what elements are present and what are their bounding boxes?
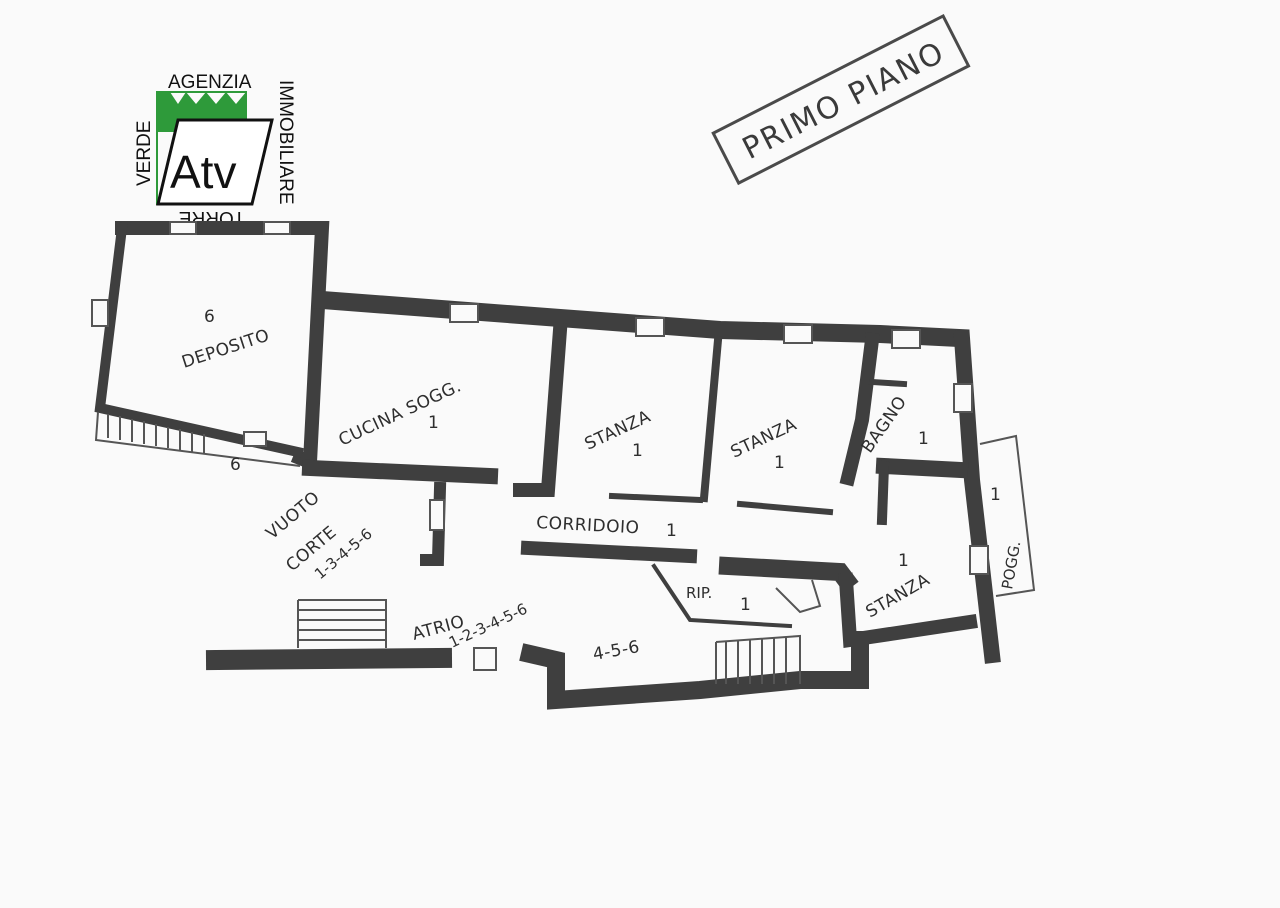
corridoio-label: CORRIDOIO <box>536 513 640 538</box>
stair-steps-top <box>107 414 205 454</box>
wall-corridor-lower-right <box>718 556 859 593</box>
room-labels: 6 DEPOSITO CUCINA SOGG. 1 STANZA 1 STANZ… <box>179 307 1024 665</box>
stanza3-label: STANZA <box>863 570 934 623</box>
logo-word-verde: VERDE <box>134 121 155 186</box>
window <box>449 303 479 323</box>
window <box>91 299 109 327</box>
window <box>243 431 267 447</box>
window <box>783 324 813 344</box>
wall-bagno-inner <box>868 378 908 388</box>
stair-outline-top <box>94 411 301 467</box>
window <box>263 221 291 235</box>
logo-word-immobiliare: IMMOBILIARE <box>275 80 296 205</box>
wall-bottom-left <box>205 647 453 671</box>
logo-word-agenzia: AGENZIA <box>168 72 252 93</box>
stair-steps-lower <box>725 637 787 684</box>
stairs <box>94 411 822 684</box>
stair-steps-atrio <box>298 609 386 641</box>
bagno-number: 1 <box>918 429 929 449</box>
wall-bagno-bottom <box>875 457 969 479</box>
deposito-number: 6 <box>204 307 215 327</box>
stair-outline-lower <box>715 634 801 684</box>
pogg-number: 1 <box>990 485 1001 505</box>
window <box>429 499 445 531</box>
balcony-rail <box>979 434 1036 597</box>
agency-logo: Atv AGENZIA VERDE IMMOBILIARE TORRE <box>134 72 296 228</box>
cucina-number: 1 <box>428 413 439 433</box>
wall-rip <box>651 563 793 629</box>
logo-parallelogram <box>156 118 274 206</box>
window <box>969 545 989 575</box>
balcony-outline <box>979 434 1036 597</box>
logo-mark: Atv <box>170 146 236 198</box>
cucina-label: CUCINA SOGG. <box>336 376 465 450</box>
stanza2-number: 1 <box>774 453 785 473</box>
wall-stanza-stanza <box>699 335 723 503</box>
wall-cucina-bottom <box>301 459 499 485</box>
wall-bagno-left <box>839 332 880 487</box>
wall-bottom-right <box>519 631 869 710</box>
wall-stanza3-left <box>876 460 890 526</box>
deposito-label: DEPOSITO <box>179 326 272 373</box>
stamp-text: PRIMO PIANO <box>737 35 951 167</box>
stamp-frame <box>711 14 971 186</box>
wall-deposito-left-bottom <box>94 222 304 458</box>
window <box>473 647 497 671</box>
floor-stamp: PRIMO PIANO <box>711 14 971 186</box>
blank-paper-area <box>230 712 1140 908</box>
stanza3-number: 1 <box>898 551 909 571</box>
windows <box>91 221 989 671</box>
window <box>953 383 973 413</box>
wall-stanza1-bottom <box>608 492 704 504</box>
window <box>169 221 197 235</box>
wall-stanza3-bottom <box>838 572 978 649</box>
corridoio-number: 1 <box>666 521 677 541</box>
wall-stanza2-bottom <box>736 500 834 516</box>
stanza1-number: 1 <box>632 441 643 461</box>
window <box>891 329 921 349</box>
pogg-label: POGG. <box>998 539 1024 590</box>
wall-corridor-lower-left <box>520 540 698 564</box>
room456-label: 4-5-6 <box>591 637 641 665</box>
rip-label: RIP. <box>686 584 712 602</box>
stair-mark: 6 <box>230 455 241 475</box>
rip-number: 1 <box>740 595 751 615</box>
window <box>635 317 665 337</box>
wall-cucina-stanza <box>513 322 568 497</box>
stair-small <box>775 579 822 614</box>
stanza2-label: STANZA <box>728 415 800 463</box>
